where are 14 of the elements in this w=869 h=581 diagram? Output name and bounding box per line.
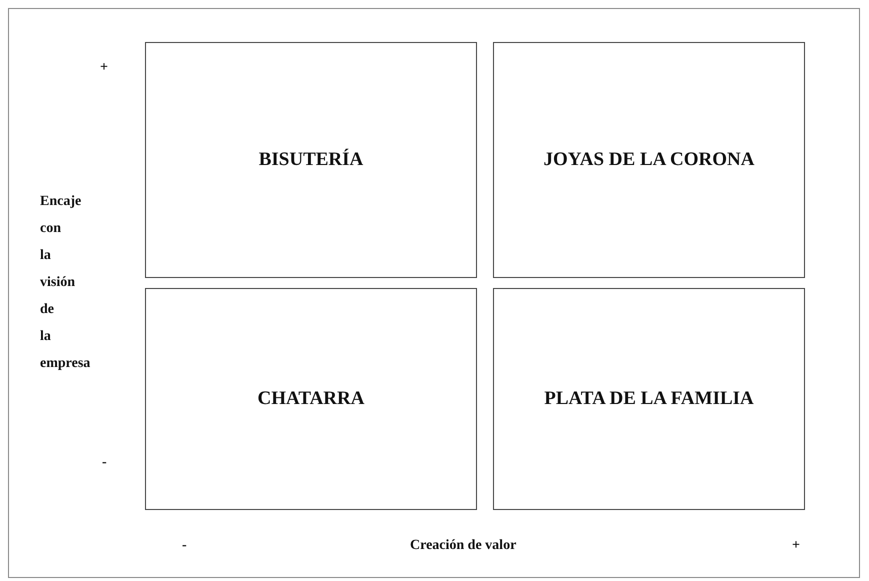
axis-title: Creación de valor	[410, 538, 516, 554]
quadrant-box	[145, 42, 477, 278]
quadrant-label: JOYAS DE LA CORONA	[544, 149, 754, 171]
quadrant-label: BISUTERÍA	[258, 149, 364, 171]
quadrant-label: PLATA DE LA FAMILIA	[544, 388, 754, 410]
axis-sign: +	[100, 60, 108, 76]
axis-sign: +	[792, 538, 800, 554]
quadrant-box	[493, 42, 805, 278]
quadrant-box	[145, 288, 477, 510]
quadrant-label: CHATARRA	[258, 388, 364, 410]
axis-title: Encaje con la visión de la empresa	[40, 193, 92, 373]
quadrant-box	[493, 288, 805, 510]
axis-sign: -	[102, 455, 107, 471]
axis-sign: -	[182, 538, 187, 554]
